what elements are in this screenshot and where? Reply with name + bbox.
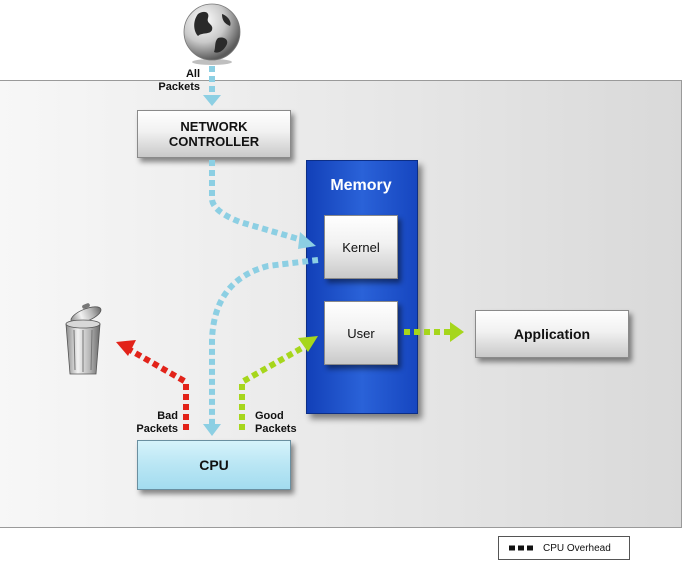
user-label: User: [347, 325, 375, 341]
cpu-box: CPU: [137, 440, 291, 490]
flow-arrowhead-cpu: [203, 424, 221, 436]
flow-arrow-good-packets: [239, 345, 304, 430]
flow-arrowhead-all-packets: [203, 95, 221, 106]
kernel-label: Kernel: [342, 239, 380, 255]
legend: CPU Overhead: [498, 536, 630, 560]
flow-arrowhead-kernel: [298, 232, 316, 249]
legend-label: CPU Overhead: [543, 542, 611, 554]
network-controller-box: NETWORK CONTROLLER: [137, 110, 291, 158]
flow-arrow-controller-to-kernel: [209, 160, 303, 243]
globe-icon: [183, 3, 241, 65]
flow-arrow-bad-packets: [128, 347, 189, 430]
flow-arrowhead-application: [450, 322, 464, 342]
network-controller-label-line2: CONTROLLER: [168, 134, 260, 149]
all-packets-label-line1: All: [185, 68, 200, 80]
network-controller-label-line1: NETWORK: [180, 119, 248, 134]
bad-packets-label-line2: Packets: [136, 423, 178, 435]
application-label: Application: [513, 326, 591, 342]
cpu-label: CPU: [199, 457, 229, 473]
good-packets-label-line1: Good: [255, 410, 284, 422]
all-packets-label: All Packets: [152, 68, 200, 94]
flow-arrow-kernel-to-cpu: [209, 257, 319, 424]
good-packets-label-line2: Packets: [255, 423, 297, 435]
all-packets-label-line2: Packets: [158, 81, 200, 93]
good-packets-label: Good Packets: [255, 410, 315, 436]
user-box: User: [324, 301, 398, 365]
flow-arrowhead-bad-packets: [116, 340, 136, 356]
bad-packets-label: Bad Packets: [128, 410, 178, 436]
bad-packets-label-line1: Bad: [157, 410, 178, 422]
kernel-box: Kernel: [324, 215, 398, 279]
trash-can-icon: [65, 303, 102, 375]
application-box: Application: [475, 310, 629, 358]
legend-swatch: [509, 545, 535, 551]
memory-label: Memory: [330, 177, 392, 194]
flow-arrowhead-good-packets: [298, 336, 318, 352]
memory-box: [306, 160, 418, 414]
